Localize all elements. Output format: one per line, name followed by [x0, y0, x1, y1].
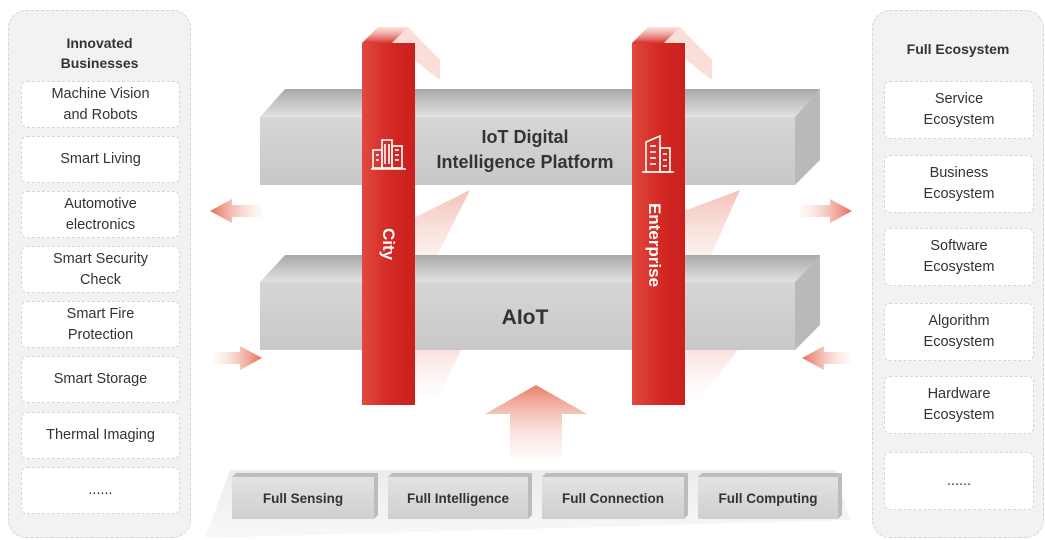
ecosystem-card: Software Ecosystem [884, 228, 1034, 286]
city-buildings-icon [371, 139, 406, 170]
aiot-side [795, 255, 820, 350]
full-connection-chip: Full Connection [562, 491, 664, 506]
arrow-out-left-icon [210, 199, 262, 223]
business-card: Smart Living [21, 136, 180, 183]
innovated-businesses-panel: Innovated Businesses Machine Vision and … [8, 10, 191, 538]
business-card: Smart Security Check [21, 246, 180, 293]
business-card: Smart Storage [21, 356, 180, 403]
aiot-label: AIoT [501, 306, 549, 329]
ecosystem-card: Hardware Ecosystem [884, 376, 1034, 434]
ecosystem-card: Business Ecosystem [884, 155, 1034, 213]
business-card: Thermal Imaging [21, 412, 180, 459]
business-card: Machine Vision and Robots [21, 81, 180, 128]
city-label: City [379, 227, 398, 261]
full-computing-chip: Full Computing [718, 491, 818, 506]
enterprise-label: Enterprise [645, 202, 664, 288]
ecosystem-card: Algorithm Ecosystem [884, 303, 1034, 361]
ecosystem-card: ...... [884, 452, 1034, 510]
business-card: ...... [21, 467, 180, 514]
arrow-in-left-icon [214, 346, 262, 370]
innovated-businesses-title: Innovated Businesses [60, 35, 139, 71]
business-card: Automotive electronics [21, 191, 180, 238]
city-bar-top-glow [392, 27, 440, 80]
aiot-top [260, 255, 820, 282]
enterprise-building-icon [642, 134, 674, 173]
aiot-slab [260, 282, 795, 350]
up-arrow-icon [485, 385, 587, 460]
full-intelligence-chip: Full Intelligence [406, 491, 509, 506]
arrow-in-right-icon [802, 346, 850, 370]
base-chips [232, 473, 842, 519]
enterprise-bar-top-glow [664, 27, 712, 80]
full-ecosystem-panel: Full Ecosystem Service Ecosystem Busines… [872, 10, 1044, 538]
city-bar-top [362, 27, 408, 43]
iot-platform-label: IoT Digital Intelligence Platform [436, 127, 614, 172]
iot-platform-top [260, 89, 820, 117]
business-card: Smart Fire Protection [21, 301, 180, 348]
full-ecosystem-title: Full Ecosystem [906, 41, 1010, 57]
full-sensing-chip: Full Sensing [262, 491, 344, 506]
iot-platform-slab [260, 117, 795, 185]
iot-platform-side [795, 89, 820, 185]
ecosystem-card: Service Ecosystem [884, 81, 1034, 139]
arrow-out-right-icon [800, 199, 852, 223]
city-bar [362, 43, 415, 405]
enterprise-bar [632, 43, 685, 405]
